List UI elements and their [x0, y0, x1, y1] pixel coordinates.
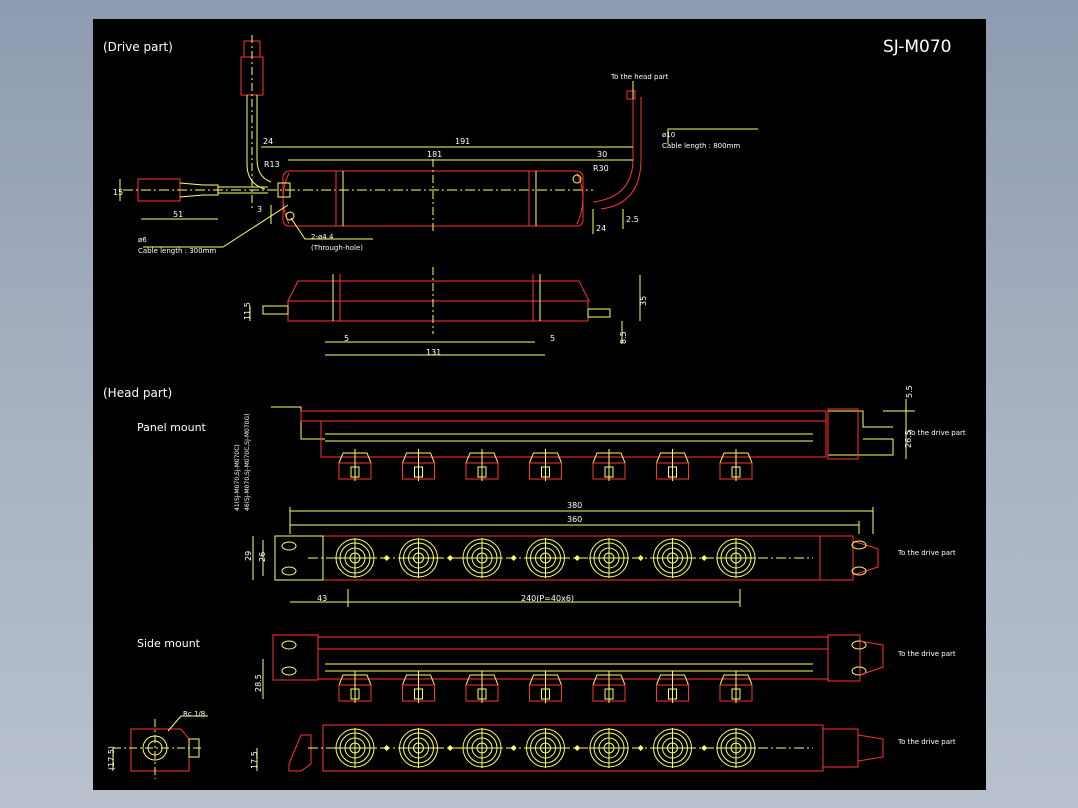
spacer-dot: [510, 745, 517, 751]
side-mount-label: Side mount: [137, 637, 201, 650]
head-panel-side-view: [271, 399, 915, 460]
spacer-dot: [447, 555, 454, 561]
nozzle-front: [335, 728, 390, 768]
panel-mount-label: Panel mount: [137, 421, 207, 434]
spacer-dot: [701, 745, 708, 751]
section-head-label: (Head part): [103, 386, 172, 400]
nozzle-row-side-1: [338, 449, 753, 481]
nozzle-side: [338, 671, 372, 703]
nozzle-side: [592, 449, 626, 481]
dim-r13: R13: [264, 160, 280, 169]
dim-131: 131: [426, 348, 441, 357]
nozzle-front: [589, 728, 644, 768]
nozzle-front: [525, 538, 581, 578]
dim-17-5-b: 17.5: [250, 751, 259, 769]
spacer-dot: [383, 745, 390, 751]
nozzle-side: [719, 671, 753, 703]
note-holes: 2-ø4.4: [311, 233, 334, 241]
dim-3: 3: [257, 205, 262, 214]
spacer-dot: [383, 555, 390, 561]
note-to-drive-4: To the drive part: [897, 738, 956, 746]
dim-17-5-a: (17.5): [107, 746, 116, 770]
dim-51: 51: [173, 210, 183, 219]
nozzle-side: [465, 671, 499, 703]
nozzle-front: [716, 538, 756, 578]
drawing-sheet: (Drive part) SJ-M070 (Head part) Panel m…: [93, 19, 986, 790]
dim-26-5: 26.5: [904, 430, 913, 448]
nozzle-front: [462, 728, 517, 768]
nozzle-front: [398, 728, 454, 768]
dim-360: 360: [567, 515, 582, 524]
nozzle-front: [652, 728, 708, 768]
dim-191: 191: [455, 137, 470, 146]
note-cable-dia: ø10: [662, 131, 675, 139]
nozzle-side: [401, 449, 436, 481]
nozzle-side: [655, 671, 690, 703]
spacer-dot: [637, 745, 644, 751]
spacer-dot: [574, 555, 581, 561]
dim-380: 380: [567, 501, 582, 510]
vtext-41: 41(SJ-M070,SJ-M070C): [234, 444, 241, 511]
nozzle-front: [589, 538, 644, 578]
note-through: (Through-hole): [311, 244, 363, 252]
dim-11-5: 11.5: [243, 302, 252, 320]
nozzle-row-side-2: [338, 671, 753, 703]
note-to-drive-3: To the drive part: [897, 650, 956, 658]
dim-r30: R30: [593, 164, 609, 173]
nozzle-front: [525, 728, 581, 768]
spacer-dot: [637, 555, 644, 561]
nozzle-side: [719, 449, 753, 481]
dim-15: 15: [113, 188, 123, 197]
nozzle-side: [655, 449, 690, 481]
drive-side-view: [249, 267, 641, 356]
note-rc: Rc 1/8: [183, 710, 205, 718]
dim-5b: 5: [550, 334, 555, 343]
spacer-dot: [447, 745, 454, 751]
dim-181: 181: [427, 150, 442, 159]
dim-43: 43: [317, 594, 327, 603]
nozzle-side: [338, 449, 372, 481]
drive-top-view: [119, 35, 758, 248]
head-sidemount-side-view: [262, 634, 884, 699]
dim-240: 240(P=40x6): [521, 594, 574, 603]
nozzle-front: [652, 538, 708, 578]
nozzle-front: [462, 538, 517, 578]
nozzle-row-front-2: [335, 728, 756, 768]
dim-5-5: 5.5: [905, 385, 914, 398]
dim-30: 30: [597, 150, 607, 159]
cad-drawing: (Drive part) SJ-M070 (Head part) Panel m…: [103, 35, 966, 779]
nozzle-side: [465, 449, 499, 481]
note-cable-800: Cable length : 800mm: [662, 142, 740, 150]
spacer-dot: [701, 555, 708, 561]
dim-8-5: 8.5: [619, 331, 628, 344]
dim-35: 35: [639, 296, 648, 306]
nozzle-side: [592, 671, 626, 703]
dim-28-5: 28.5: [254, 674, 263, 692]
note-cable-dia6: ø6: [138, 236, 147, 244]
dim-24b: 24: [596, 224, 606, 233]
nozzle-side: [401, 671, 436, 703]
nozzle-side: [528, 449, 563, 481]
head-panel-front-view: [252, 507, 879, 607]
spacer-dot: [574, 745, 581, 751]
drawing-title: SJ-M070: [883, 37, 951, 57]
note-to-drive-1: To the drive part: [907, 429, 966, 437]
section-drive-label: (Drive part): [103, 40, 173, 54]
nozzle-front: [398, 538, 454, 578]
nozzle-row-front-1: [335, 538, 756, 578]
vtext-46: 46(SJ-M070,SJ-M070C,SJ-M070G): [244, 414, 251, 511]
spacer-dot: [510, 555, 517, 561]
note-cable-300: Cable length : 300mm: [138, 247, 216, 255]
dim-2-5: 2.5: [626, 215, 639, 224]
dim-26: 26: [258, 552, 267, 562]
dim-24a: 24: [263, 137, 273, 146]
note-to-head: To the head part: [610, 73, 669, 81]
nozzle-side: [528, 671, 563, 703]
nozzle-front: [716, 728, 756, 768]
note-to-drive-2: To the drive part: [897, 549, 956, 557]
dim-29: 29: [244, 551, 253, 561]
nozzle-front: [335, 538, 390, 578]
dim-5a: 5: [344, 334, 349, 343]
